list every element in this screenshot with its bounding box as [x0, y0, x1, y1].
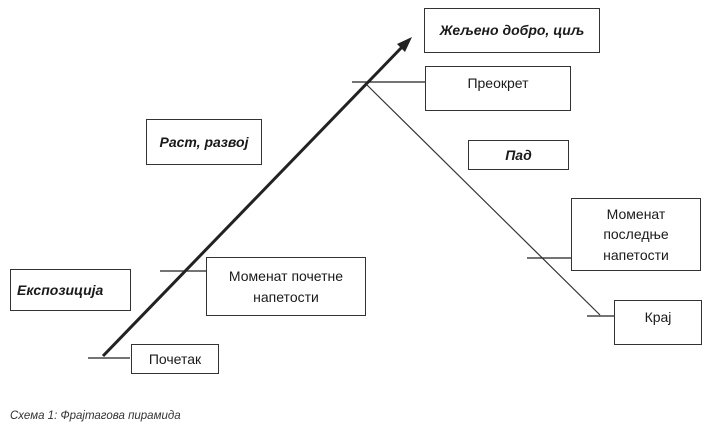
rising-action-arrow	[101, 43, 406, 358]
start-label: Почетак	[148, 350, 202, 367]
arrow-head	[397, 37, 412, 52]
last-tension-label: Моменат последње напетости	[603, 206, 669, 263]
growth-label: Раст, развој	[159, 133, 249, 150]
goal-box: Жељено добро, циљ	[424, 8, 600, 53]
initial-tension-box: Моменат почетне напетости	[206, 257, 366, 316]
turn-label: Преокрет	[467, 75, 529, 91]
fall-box: Пад	[468, 140, 569, 170]
turn-box: Преокрет	[425, 66, 571, 111]
initial-tension-label: Моменат почетне напетости	[228, 268, 344, 305]
goal-label: Жељено добро, циљ	[439, 22, 585, 39]
exposition-box: Експозиција	[10, 269, 131, 311]
last-tension-box: Моменат последње напетости	[571, 198, 701, 271]
fall-label: Пад	[505, 146, 532, 163]
start-box: Почетак	[131, 344, 219, 374]
growth-box: Раст, развој	[146, 119, 262, 165]
end-label: Крај	[644, 309, 672, 325]
falling-action-line	[365, 83, 601, 316]
end-box: Крај	[614, 300, 702, 345]
exposition-label: Експозиција	[17, 281, 104, 298]
figure-caption: Схема 1: Фрајтагова пирамида	[10, 410, 181, 422]
